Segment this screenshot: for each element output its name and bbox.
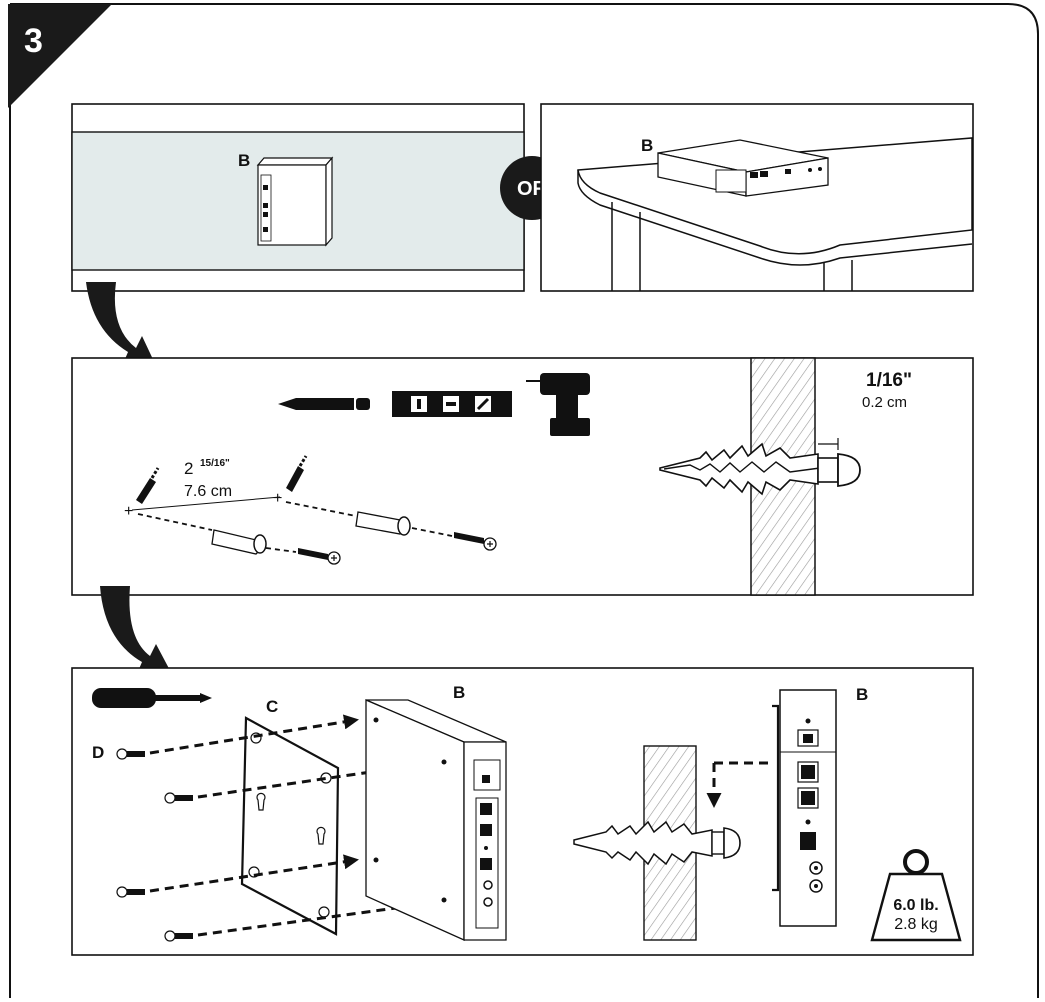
plate-label: C xyxy=(266,697,278,716)
screwdriver-icon xyxy=(92,688,212,708)
step-number: 3 xyxy=(24,22,43,60)
weight-metric: 2.8 kg xyxy=(894,916,938,933)
screw-label: D xyxy=(92,743,104,762)
anchor-right xyxy=(285,501,411,536)
screw-right xyxy=(411,527,497,551)
panel-mount-device: C D xyxy=(71,667,974,956)
device-wall-mounted xyxy=(256,156,334,247)
level-tool-icon xyxy=(392,391,512,417)
anchor-screw-bottom xyxy=(573,820,741,866)
marking-pencil-right xyxy=(286,466,304,492)
weight-imperial: 6.0 lb. xyxy=(893,897,938,914)
spacing-imperial-fraction: 15/16" xyxy=(200,458,230,469)
weight-icon xyxy=(870,849,962,942)
part-label-b-wall: B xyxy=(238,151,250,170)
step-badge: 3 xyxy=(8,4,112,108)
drill-marks: + + xyxy=(124,455,308,520)
panel-wall-option: B xyxy=(71,103,525,292)
gap-metric: 0.2 cm xyxy=(862,394,907,411)
gap-dimension xyxy=(818,438,839,450)
anchor-left xyxy=(137,513,267,555)
svg-text:+: + xyxy=(273,490,282,507)
gap-imperial: 1/16" xyxy=(866,370,912,391)
panel-desk-option: B xyxy=(540,103,974,292)
marking-pencil-left xyxy=(136,478,156,504)
hang-arrow xyxy=(706,761,768,808)
screw-d-3 xyxy=(116,854,359,898)
anchor-screw-in-wall xyxy=(659,442,861,496)
or-label: OR xyxy=(517,178,548,200)
mounting-plate xyxy=(240,716,340,936)
svg-text:+: + xyxy=(124,503,133,520)
device-label-side: B xyxy=(856,685,868,704)
screw-d-1 xyxy=(116,714,359,760)
screw-left xyxy=(265,547,341,565)
flow-arrow-1 xyxy=(86,282,158,370)
device-desktop xyxy=(657,139,829,197)
drill-icon xyxy=(526,373,590,436)
flow-arrow-2 xyxy=(100,586,174,678)
panel-drill-holes: + + 2 15/16" 7.6 cm xyxy=(71,357,974,596)
device-front-view xyxy=(772,689,837,927)
step-frame xyxy=(10,3,1039,998)
pencil-icon xyxy=(278,398,370,410)
device-label: B xyxy=(453,683,465,702)
device-perspective xyxy=(365,699,507,942)
spacing-metric: 7.6 cm xyxy=(184,483,232,500)
spacing-imperial-whole: 2 xyxy=(184,459,193,478)
part-label-b-desk: B xyxy=(641,136,653,155)
